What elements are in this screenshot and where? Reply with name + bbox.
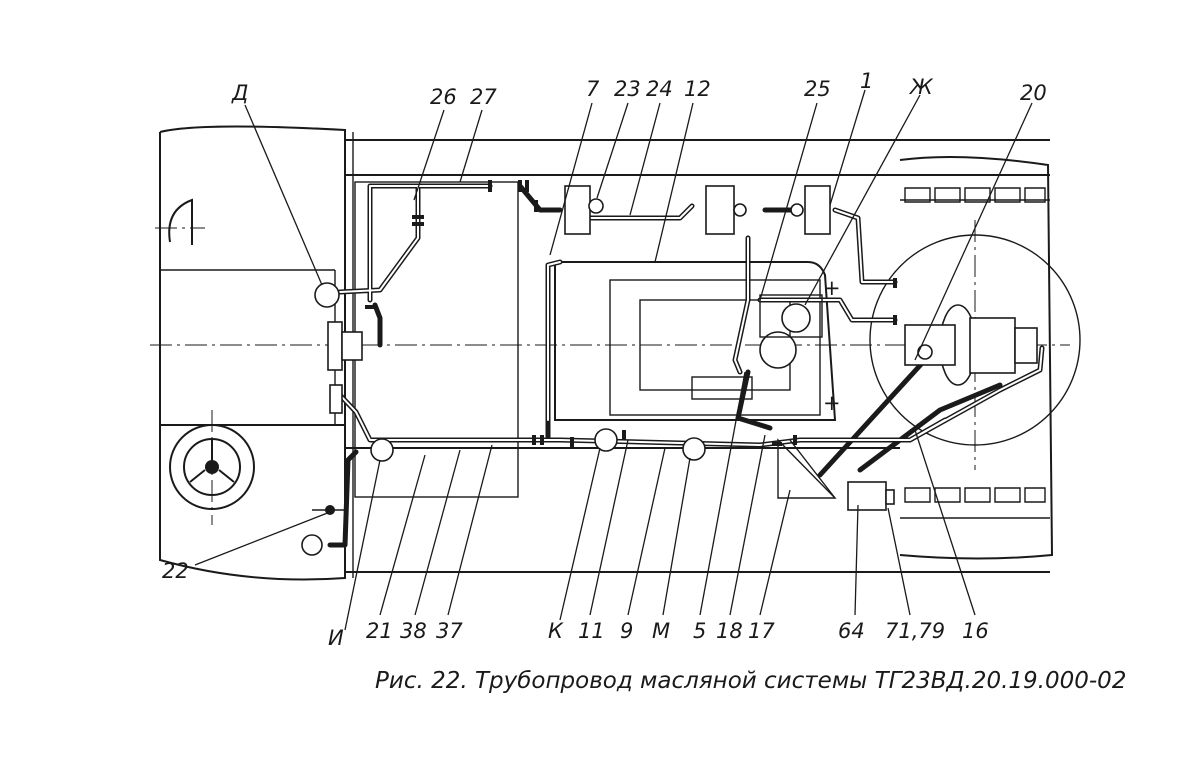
label-22: 22 (162, 559, 189, 583)
label-1: 1 (860, 69, 873, 93)
leader-lines (194, 89, 1033, 631)
label-18: 18 (716, 619, 743, 643)
label-25: 25 (804, 77, 831, 101)
label-K: К (548, 619, 564, 643)
label-12: 12 (684, 77, 711, 101)
svg-text:+: + (823, 276, 841, 300)
label-9: 9 (620, 619, 633, 643)
label-71-79: 71,79 (885, 619, 945, 643)
label-7: 7 (586, 77, 600, 101)
label-37: 37 (436, 619, 463, 643)
label-D: Д (231, 81, 248, 105)
label-16: 16 (962, 619, 989, 643)
callout-labels: Д 26 27 7 23 24 12 25 1 Ж 20 22 И 21 38 … (162, 69, 1047, 650)
label-26: 26 (430, 85, 457, 109)
svg-text:+: + (823, 391, 841, 415)
label-23: 23 (614, 77, 641, 101)
label-17: 17 (748, 619, 775, 643)
label-27: 27 (470, 85, 497, 109)
label-21: 21 (366, 619, 393, 643)
label-38: 38 (400, 619, 427, 643)
label-5: 5 (693, 619, 706, 643)
figure-caption: Рис. 22. Трубопровод масляной системы ТГ… (375, 668, 1126, 694)
label-11: 11 (578, 619, 605, 643)
oil-pipes-inner (339, 185, 1043, 446)
label-20: 20 (1020, 81, 1047, 105)
label-24: 24 (646, 77, 673, 101)
label-M: М (652, 619, 670, 643)
label-64: 64 (838, 619, 865, 643)
label-I: И (328, 626, 344, 650)
pipe-components (301, 180, 1038, 556)
frame-outline: + + (159, 125, 1081, 581)
label-Zh: Ж (908, 75, 934, 99)
